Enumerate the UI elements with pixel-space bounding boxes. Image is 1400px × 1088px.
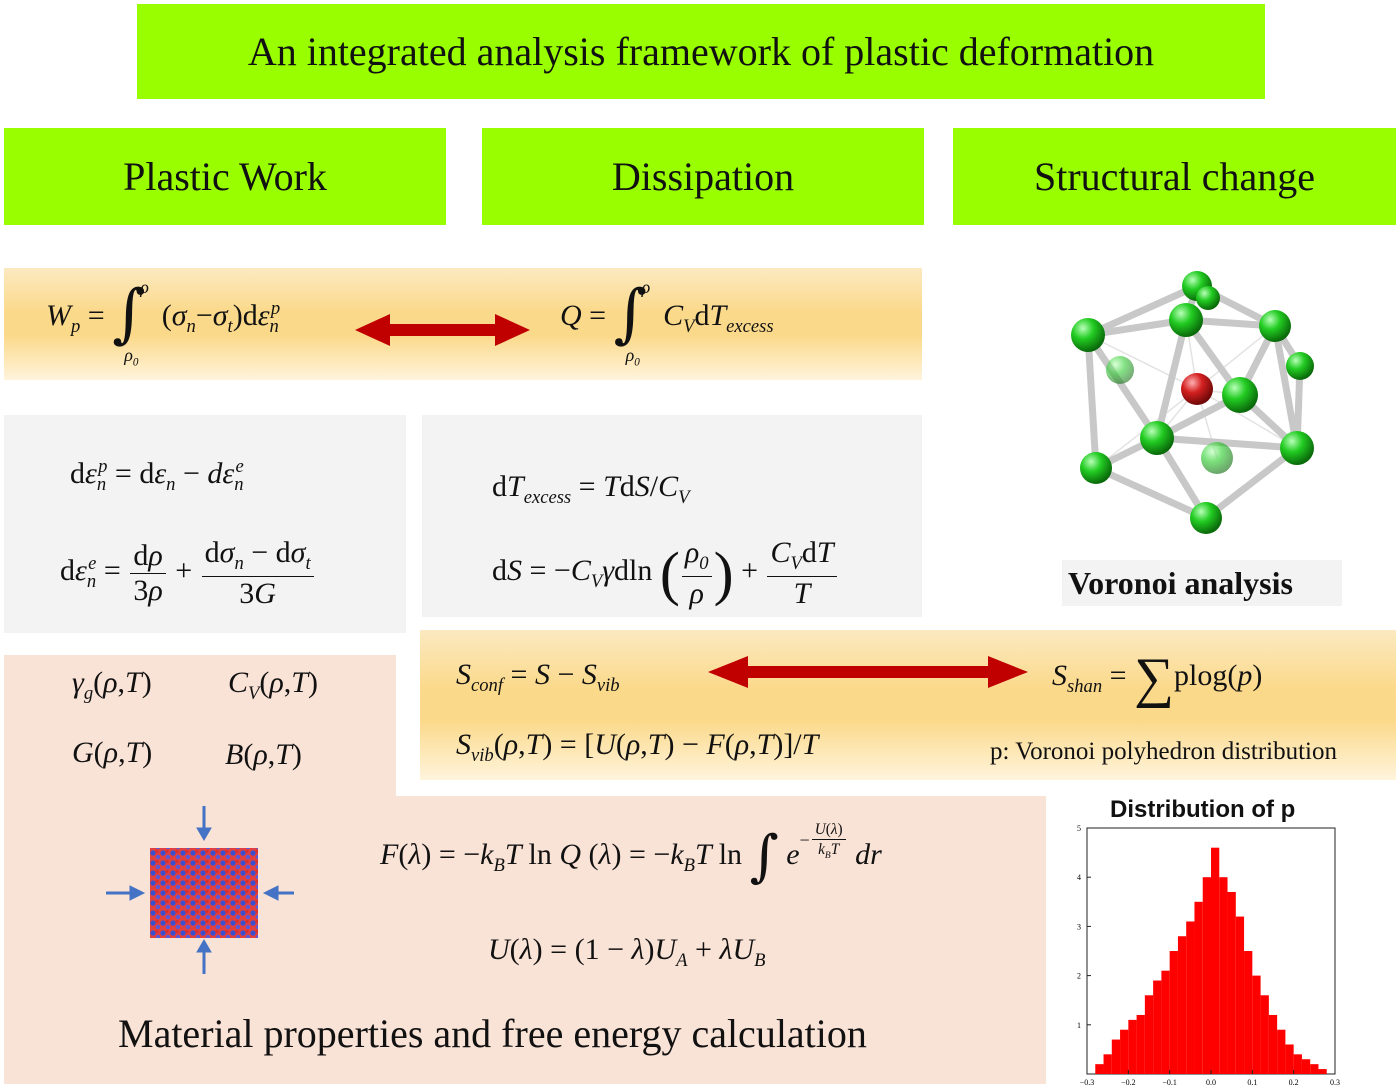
histogram-bar <box>1161 970 1170 1074</box>
x-tick-label: 0.2 <box>1289 1078 1299 1087</box>
histogram-bar <box>1095 1064 1104 1074</box>
eq-vibrational-entropy: Svib(ρ,T) = [U(ρ,T) − F(ρ,T)]/T <box>456 728 819 766</box>
plastic-work-label: Plastic Work <box>123 154 327 199</box>
histogram-bar <box>1277 1029 1286 1074</box>
voronoi-label-box <box>1062 560 1342 606</box>
histogram-bar <box>1169 951 1178 1074</box>
distribution-histogram: −0.3 −0.2 −0.1 0.0 0.1 0.2 0.3 1 2 3 4 5 <box>1077 824 1340 1087</box>
histogram-bar <box>1318 1069 1327 1074</box>
histogram-bar <box>1111 1039 1121 1074</box>
material-box-upper <box>4 655 396 800</box>
eq-dissipation: Q = ∫ ρ ρ0 CVdTexcess <box>560 277 774 369</box>
histogram-bar <box>1252 975 1261 1074</box>
voronoi-polyhedron-icon <box>1071 271 1314 534</box>
title-banner: An integrated analysis framework of plas… <box>137 4 1265 99</box>
plastic-work-header: Plastic Work <box>4 128 446 225</box>
y-tick-label: 3 <box>1077 922 1081 931</box>
work-dissipation-arrow <box>355 314 530 346</box>
structural-change-header: Structural change <box>953 128 1396 225</box>
chart-title: Distribution of p <box>1110 796 1296 823</box>
entropy-band <box>420 630 1396 780</box>
histogram-bar <box>1244 951 1253 1074</box>
eq-bulk-modulus: B(ρ,T) <box>225 738 302 771</box>
histogram-bar <box>1285 1044 1294 1074</box>
y-tick-label: 2 <box>1077 972 1081 981</box>
histogram-bar <box>1103 1054 1112 1074</box>
eq-plastic-work: Wp = ∫ ρ ρ0 (σn−σt)dεnp <box>46 277 281 369</box>
histogram-bar <box>1177 936 1187 1074</box>
eq-shear-modulus: G(ρ,T) <box>72 736 153 769</box>
histogram-bar <box>1120 1029 1129 1074</box>
eq-gruneisen: γg(ρ,T) <box>72 666 152 704</box>
histogram-bar <box>1211 847 1220 1074</box>
eq-shannon-entropy: Sshan = ∑plog(p) <box>1052 647 1263 709</box>
histogram-bar <box>1260 995 1269 1074</box>
entropy-box <box>422 415 922 617</box>
dissipation-header: Dissipation <box>482 128 924 225</box>
x-tick-label: 0.0 <box>1206 1078 1216 1087</box>
histogram-bar <box>1235 916 1245 1074</box>
histogram-bar <box>1144 995 1154 1074</box>
material-box-lower <box>4 796 1046 1084</box>
histogram-bar <box>1268 1014 1278 1074</box>
histogram-bar <box>1194 901 1203 1074</box>
compression-sample-icon <box>106 806 294 974</box>
structural-change-label: Structural change <box>1034 154 1315 199</box>
p-description: p: Voronoi polyhedron distribution <box>990 738 1337 765</box>
eq-heat-capacity: CV(ρ,T) <box>228 666 318 704</box>
histogram-bar <box>1186 921 1195 1074</box>
x-tick-label: 0.3 <box>1330 1078 1340 1087</box>
eq-plastic-strain: dεnp = dεn − dεne <box>70 456 244 495</box>
histogram-bar <box>1227 891 1236 1074</box>
eq-interpolated-energy: U(λ) = (1 − λ)UA + λUB <box>488 933 766 971</box>
voronoi-label: Voronoi analysis <box>1068 565 1293 601</box>
entropy-arrow <box>708 656 1028 688</box>
histogram-bar <box>1310 1064 1319 1074</box>
histogram-bar <box>1293 1054 1302 1074</box>
material-label: Material properties and free energy calc… <box>118 1011 867 1056</box>
histogram-bar <box>1128 1019 1137 1074</box>
x-tick-label: −0.2 <box>1121 1078 1136 1087</box>
histogram-bar <box>1219 877 1228 1074</box>
eq-excess-temperature: dTexcess = TdS/CV <box>492 470 690 508</box>
histogram-bar <box>1153 980 1162 1074</box>
y-tick-label: 1 <box>1077 1021 1081 1030</box>
page-title: An integrated analysis framework of plas… <box>247 29 1155 74</box>
x-tick-label: −0.3 <box>1080 1078 1095 1087</box>
strain-box <box>4 415 406 633</box>
histogram-bar <box>1301 1059 1311 1074</box>
y-tick-label: 4 <box>1077 873 1081 882</box>
x-tick-label: −0.1 <box>1162 1078 1177 1087</box>
eq-free-energy: F(λ) = −kBT ln Q (λ) = −kBT ln ∫ e−U(λ)k… <box>380 821 882 890</box>
y-tick-label: 5 <box>1077 824 1081 833</box>
histogram-bar <box>1202 877 1211 1074</box>
dissipation-label: Dissipation <box>611 154 795 199</box>
eq-configurational-entropy: Sconf = S − Svib <box>456 658 620 696</box>
histogram-bar <box>1136 1014 1145 1074</box>
x-tick-label: 0.1 <box>1247 1078 1257 1087</box>
